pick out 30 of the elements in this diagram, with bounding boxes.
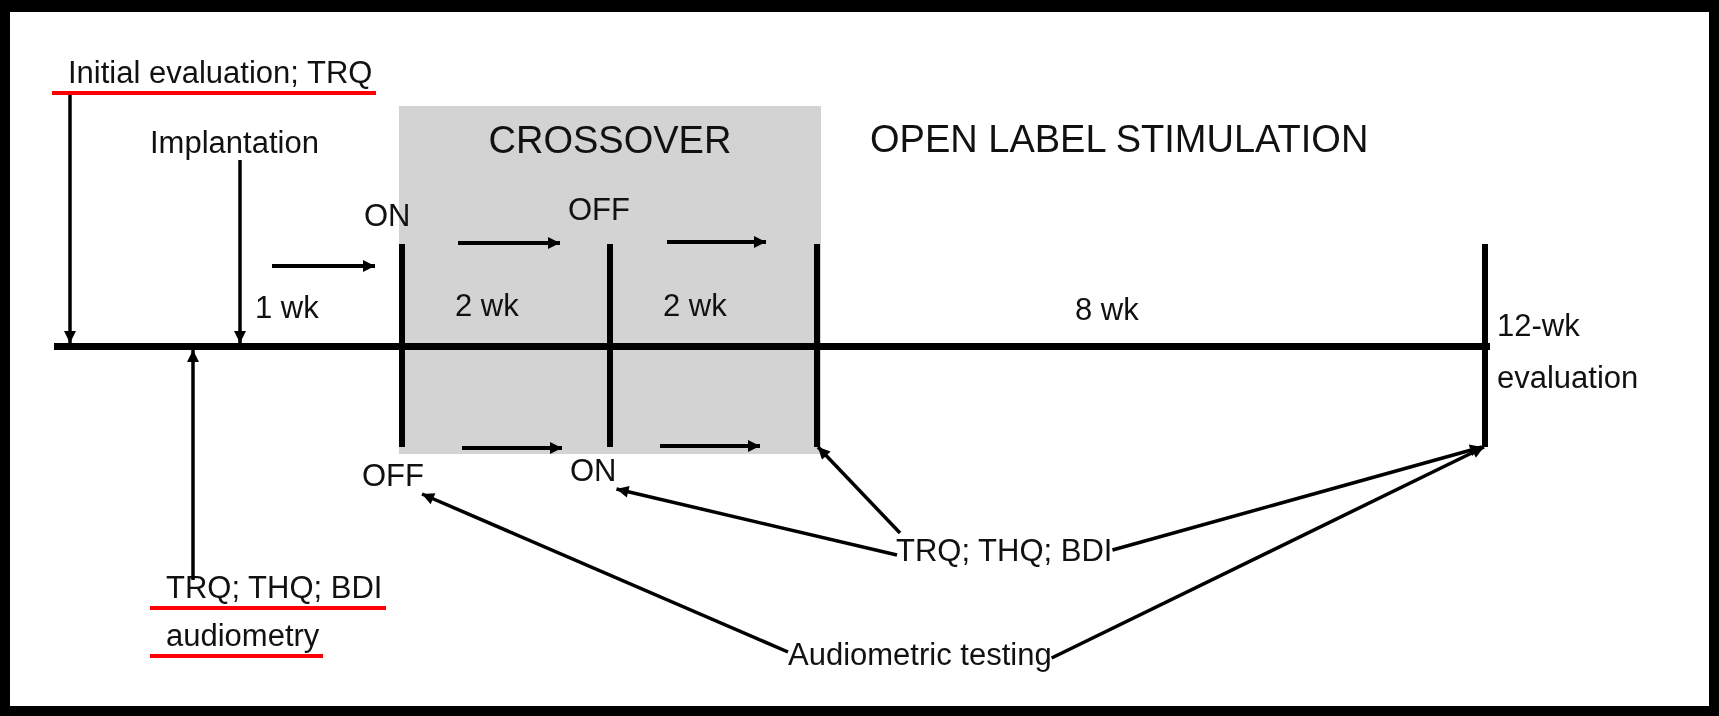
label-text: audiometry xyxy=(150,618,324,658)
label-text: TRQ; THQ; BDI xyxy=(150,570,387,610)
duration-label: 8 wk xyxy=(1075,292,1139,328)
arrow xyxy=(234,160,246,343)
section-title: OPEN LABEL STIMULATION xyxy=(870,117,1369,161)
label-text: TRQ; THQ; BDI xyxy=(896,533,1113,569)
arrow xyxy=(187,350,199,580)
label-text: ON xyxy=(570,453,617,489)
arrow xyxy=(1050,445,1485,660)
phase-title: CROSSOVER xyxy=(487,118,733,162)
tick-label: OFF xyxy=(568,192,630,228)
label-text: Implantation xyxy=(150,125,319,161)
tick-label: 12-wk evaluation xyxy=(1497,307,1640,397)
arrow xyxy=(421,492,789,654)
tick-mark xyxy=(399,244,405,447)
label-text: OFF xyxy=(362,458,424,494)
tick-mark xyxy=(607,244,613,447)
duration-label: 2 wk xyxy=(455,288,519,324)
arrow xyxy=(816,445,902,535)
tick-mark xyxy=(1482,244,1488,447)
tick-mark xyxy=(814,244,820,447)
arrow xyxy=(1112,444,1483,552)
label-text: Initial evaluation; TRQ xyxy=(52,55,377,95)
arrow xyxy=(64,95,76,343)
duration-label: 1 wk xyxy=(255,290,319,326)
tick-label: ON xyxy=(364,198,411,234)
label-text: Audiometric testing xyxy=(788,637,1052,673)
arrow xyxy=(616,485,898,557)
duration-label: 2 wk xyxy=(663,288,727,324)
timeline-bar xyxy=(54,343,1490,350)
